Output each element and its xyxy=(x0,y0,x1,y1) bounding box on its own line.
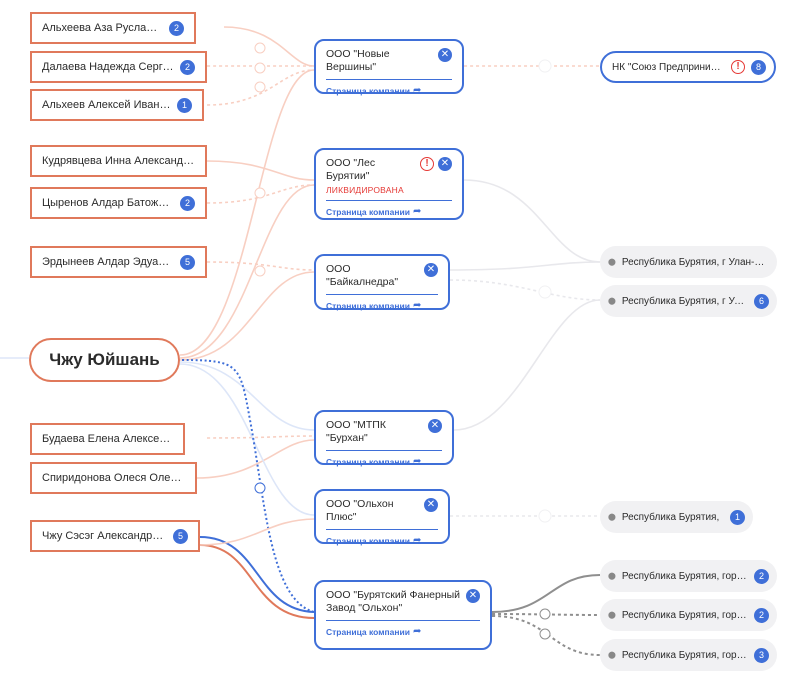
share-arrow-icon: ➦ xyxy=(412,206,422,217)
count-badge: 2 xyxy=(169,20,184,36)
count-badge: 1 xyxy=(730,509,745,525)
close-icon[interactable]: ✕ xyxy=(428,419,442,433)
company-card[interactable]: ООО "Новые Вершины" ✕ Страница компании➦ xyxy=(314,39,464,96)
share-arrow-icon: ➦ xyxy=(412,456,422,467)
person-card[interactable]: Альхеева Аза Руслановна 2 xyxy=(30,12,196,44)
location-pin-icon: ⬤ xyxy=(608,573,616,580)
company-name: ООО "Новые Вершины" xyxy=(326,48,390,73)
address-text: Республика Бурятия, xyxy=(621,511,720,523)
location-pin-icon: ⬤ xyxy=(608,612,616,619)
person-name: Чжу Сэсэг Александровна xyxy=(42,530,167,542)
count-badge: 6 xyxy=(754,293,769,309)
address-node[interactable]: ⬤ Республика Бурятия, город Улан-Удэ 3 xyxy=(600,639,777,671)
person-card[interactable]: Альхеев Алексей Иванович 1 xyxy=(30,89,204,121)
company-page-link[interactable]: Страница компании➦ xyxy=(326,535,422,546)
company-status: ЛИКВИДИРОВАНА xyxy=(326,185,404,195)
organization-name: НК "Союз Предпринимателей" xyxy=(612,61,725,73)
divider xyxy=(326,450,442,451)
share-arrow-icon: ➦ xyxy=(412,626,422,637)
divider xyxy=(326,200,452,201)
address-node[interactable]: ⬤ Республика Бурятия, г Улан-Удэ xyxy=(600,246,777,278)
person-card[interactable]: Далаева Надежда Сергеевна 2 xyxy=(30,51,207,83)
person-name: Цыренов Алдар Батожаргалович xyxy=(42,197,174,209)
company-name: ООО "Лес Бурятии" xyxy=(326,157,376,182)
organization-node[interactable]: НК "Союз Предпринимателей" ! 8 xyxy=(600,51,776,83)
person-name: Альхеев Алексей Иванович xyxy=(42,99,171,111)
location-pin-icon: ⬤ xyxy=(608,652,616,659)
count-badge: 5 xyxy=(180,254,195,270)
divider xyxy=(326,294,438,295)
company-name: ООО "МТПК "Бурхан" xyxy=(326,419,386,444)
count-badge: 2 xyxy=(754,568,769,584)
address-node[interactable]: ⬤ Республика Бурятия, 1 xyxy=(600,501,753,533)
main-person-node[interactable]: Чжу Юйшань xyxy=(29,338,180,382)
person-name: Кудрявцева Инна Александровна xyxy=(42,155,195,167)
company-card[interactable]: ООО "Ольхон Плюс" ✕ Страница компании➦ xyxy=(314,489,450,546)
person-card[interactable]: Спиридонова Олеся Олеговна xyxy=(30,462,197,494)
count-badge: 3 xyxy=(754,647,769,663)
address-text: Республика Бурятия, город Улан-Удэ xyxy=(621,570,748,582)
close-icon[interactable]: ✕ xyxy=(424,263,438,277)
company-card[interactable]: ООО "МТПК "Бурхан" ✕ Страница компании➦ xyxy=(314,410,454,467)
warning-icon: ! xyxy=(420,157,434,171)
share-arrow-icon: ➦ xyxy=(412,85,422,96)
count-badge: 2 xyxy=(180,59,195,75)
person-card[interactable]: Будаева Елена Алексеевна xyxy=(30,423,185,455)
person-card[interactable]: Кудрявцева Инна Александровна xyxy=(30,145,207,177)
person-name: Альхеева Аза Руслановна xyxy=(42,22,163,34)
company-card[interactable]: ООО "Бурятский Фанерный Завод "Ольхон" ✕… xyxy=(314,580,492,650)
location-pin-icon: ⬤ xyxy=(608,514,616,521)
count-badge: 5 xyxy=(173,528,188,544)
company-name: ООО "Ольхон Плюс" xyxy=(326,498,394,523)
address-text: Республика Бурятия, город Улан-Удэ xyxy=(621,649,748,661)
address-node[interactable]: ⬤ Республика Бурятия, город Улан-Удэ 2 xyxy=(600,599,777,631)
location-pin-icon: ⬤ xyxy=(608,298,616,305)
company-page-link[interactable]: Страница компании➦ xyxy=(326,456,422,467)
close-icon[interactable]: ✕ xyxy=(424,498,438,512)
address-text: Республика Бурятия, г Улан-Удэ xyxy=(621,295,748,307)
company-card[interactable]: ООО "Лес Бурятии" ! ✕ ЛИКВИДИРОВАНА Стра… xyxy=(314,148,464,220)
count-badge: 2 xyxy=(180,195,195,211)
count-badge: 8 xyxy=(751,59,766,75)
person-name: Эрдынеев Алдар Эдуардович xyxy=(42,256,174,268)
person-card[interactable]: Цыренов Алдар Батожаргалович 2 xyxy=(30,187,207,219)
count-badge: 1 xyxy=(177,97,192,113)
location-pin-icon: ⬤ xyxy=(608,259,616,266)
main-person-name: Чжу Юйшань xyxy=(49,350,160,369)
company-page-link[interactable]: Страница компании➦ xyxy=(326,85,422,96)
share-arrow-icon: ➦ xyxy=(412,300,422,311)
share-arrow-icon: ➦ xyxy=(412,535,422,546)
divider xyxy=(326,529,438,530)
warning-icon: ! xyxy=(731,60,745,74)
address-text: Республика Бурятия, г Улан-Удэ xyxy=(621,256,769,268)
company-page-link[interactable]: Страница компании➦ xyxy=(326,206,422,217)
company-name: ООО "Бурятский Фанерный Завод "Ольхон" xyxy=(326,589,461,614)
person-name: Будаева Елена Алексеевна xyxy=(42,433,173,445)
person-card[interactable]: Эрдынеев Алдар Эдуардович 5 xyxy=(30,246,207,278)
person-card[interactable]: Чжу Сэсэг Александровна 5 xyxy=(30,520,200,552)
company-name: ООО "Байкалнедра" xyxy=(326,263,399,288)
company-page-link[interactable]: Страница компании➦ xyxy=(326,626,422,637)
divider xyxy=(326,620,480,621)
close-icon[interactable]: ✕ xyxy=(466,589,480,603)
person-name: Спиридонова Олеся Олеговна xyxy=(42,472,185,484)
company-page-link[interactable]: Страница компании➦ xyxy=(326,300,422,311)
address-text: Республика Бурятия, город Улан-Удэ xyxy=(621,609,748,621)
person-name: Далаева Надежда Сергеевна xyxy=(42,61,174,73)
company-card[interactable]: ООО "Байкалнедра" ✕ Страница компании➦ xyxy=(314,254,450,311)
close-icon[interactable]: ✕ xyxy=(438,48,452,62)
count-badge: 2 xyxy=(754,607,769,623)
close-icon[interactable]: ✕ xyxy=(438,157,452,171)
address-node[interactable]: ⬤ Республика Бурятия, г Улан-Удэ 6 xyxy=(600,285,777,317)
address-node[interactable]: ⬤ Республика Бурятия, город Улан-Удэ 2 xyxy=(600,560,777,592)
divider xyxy=(326,79,452,80)
